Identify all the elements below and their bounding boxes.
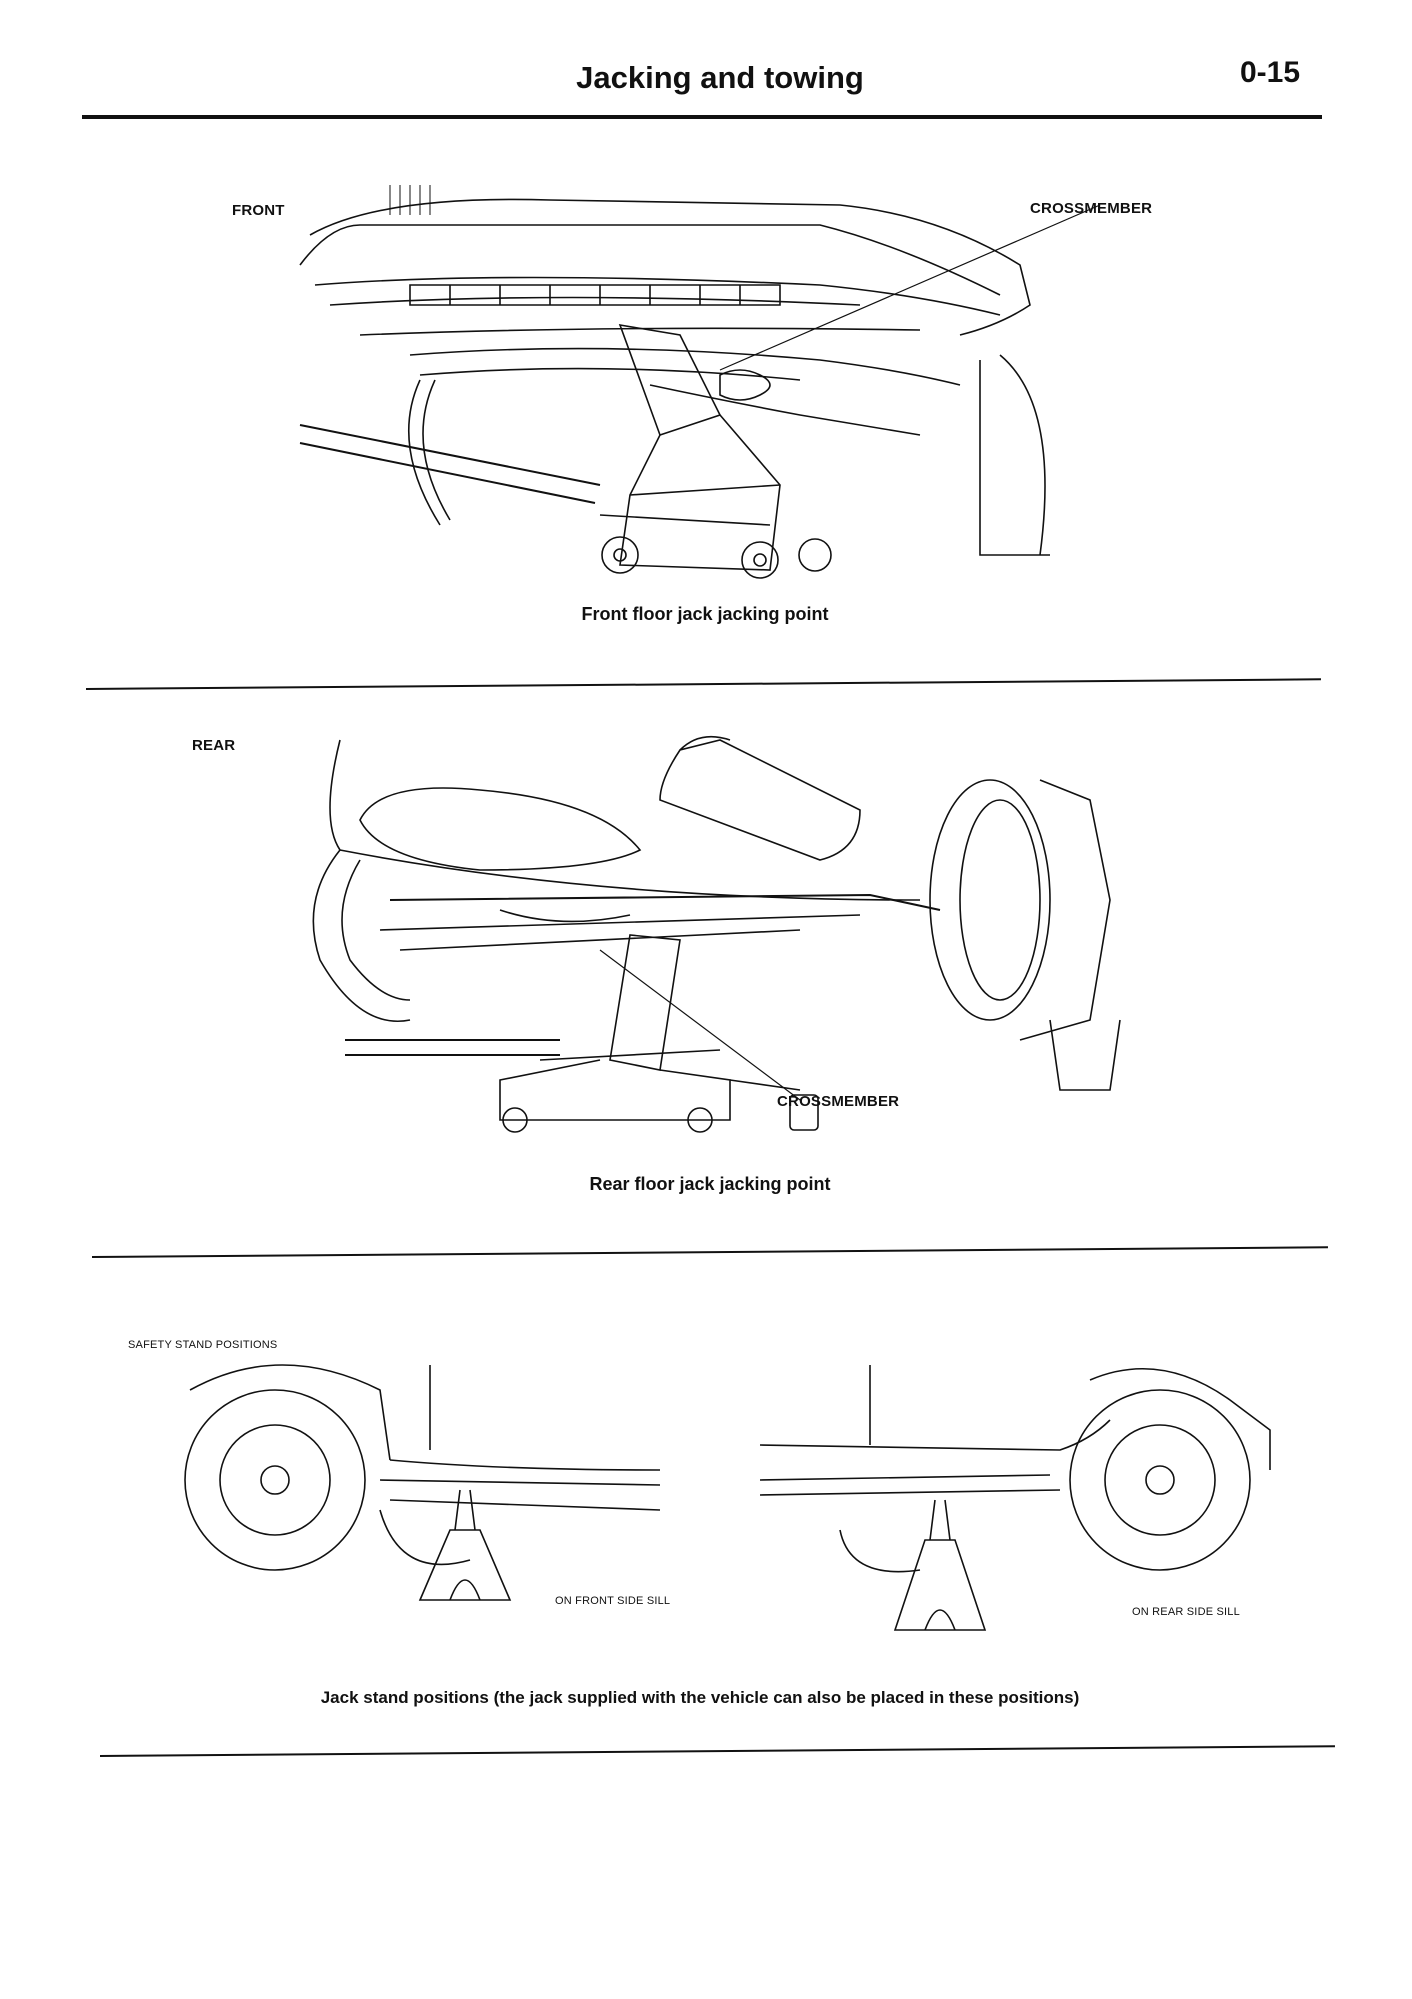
page-number: 0-15: [1240, 56, 1301, 89]
front-caption: Front floor jack jacking point: [581, 604, 829, 624]
header-rule: [82, 115, 1322, 119]
rear-label: REAR: [192, 737, 236, 754]
stands-section-rule: [99, 1745, 1335, 1757]
front-section-rule: [85, 678, 1321, 690]
front-floor-jack-illustration: [300, 185, 1060, 585]
rear-floor-jack-illustration: [300, 700, 1120, 1160]
rear-sill-label: ON REAR SIDE SILL: [1132, 1606, 1240, 1618]
rear-caption: Rear floor jack jacking point: [589, 1174, 831, 1194]
front-label: FRONT: [232, 202, 285, 219]
front-stand-illustration: [180, 1360, 680, 1640]
rear-section-rule: [91, 1246, 1328, 1258]
stands-caption: Jack stand positions (the jack supplied …: [320, 1688, 1080, 1707]
rear-stand-illustration: [760, 1360, 1280, 1640]
page-title: Jacking and towing: [576, 60, 864, 95]
stands-heading: SAFETY STAND POSITIONS: [128, 1339, 278, 1351]
front-sill-label: ON FRONT SIDE SILL: [555, 1595, 671, 1607]
rear-crossmember-label: CROSSMEMBER: [777, 1093, 900, 1110]
